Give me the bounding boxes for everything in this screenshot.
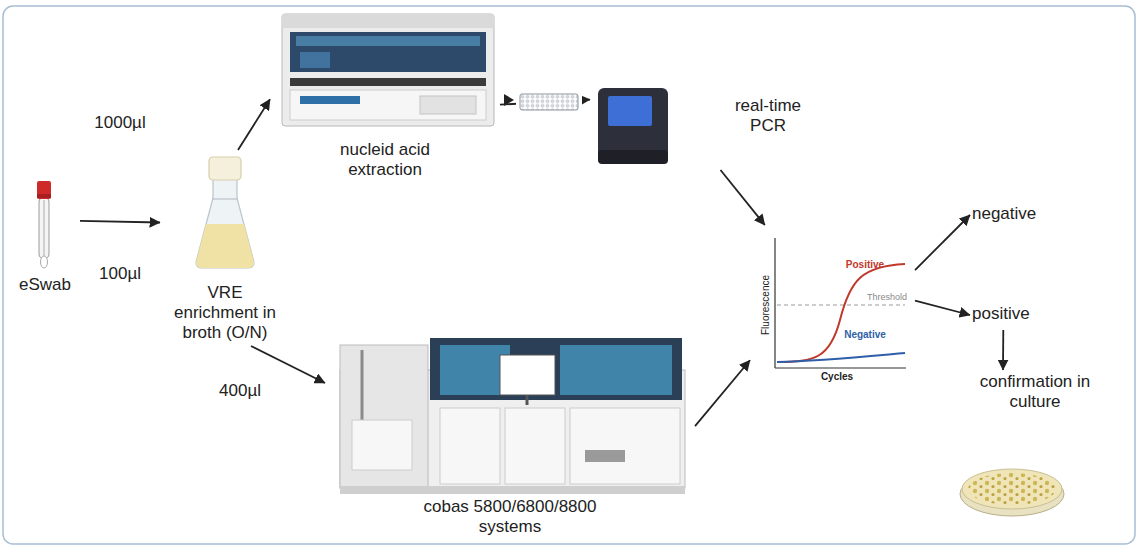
flow-arrow [721,170,765,225]
cobas-instrument-part [430,338,682,400]
cobas-instrument-part [585,450,625,462]
flow-arrow [1002,330,1004,370]
node-caption: confirmation in culture [960,372,1110,412]
extraction-instrument-part [282,14,494,126]
volume-label: 1000µl [92,113,147,133]
extraction-instrument-part [282,14,494,28]
plot-label: Fluorescence [760,265,772,345]
swab-tube-part [41,256,48,268]
swab-tube [37,181,51,268]
amplification-plot-part [775,367,906,368]
pcr-instrument [598,88,668,164]
flow-arrow [695,360,750,426]
flow-arrow [251,346,325,383]
swab-tube-part [39,197,49,259]
node-caption: negative [972,204,1058,224]
enrichment-flask-part [213,178,237,199]
pcr-instrument-part [608,96,652,126]
cobas-instrument-part [560,345,672,395]
cobas-instrument-part [340,345,428,488]
extraction-instrument-part [420,96,476,114]
amplification-plot-part [777,264,905,362]
flow-arrow [915,301,970,315]
plot-node: PositiveThresholdNegative FluorescenceCyc… [750,225,915,386]
plot-label: Threshold [862,292,912,303]
petri-dish [960,469,1064,516]
extraction-instrument [282,14,494,126]
node-caption: nucleid acid extraction [325,140,445,180]
plot-label: Cycles [812,371,862,383]
pcr-plate [504,90,582,112]
extraction-instrument-part [290,90,486,120]
extraction-instrument-part [300,52,330,68]
panel-border [3,6,1135,544]
enrichment-node: VRE enrichment in broth (O/N) [160,150,290,346]
swab-tube-part [43,200,45,256]
extraction-node: nucleid acid extraction [270,5,500,183]
enrichment-flask [196,157,254,268]
cobas-instrument-part [440,408,500,484]
cobas-instrument-part [526,395,529,405]
cobas-node: cobas 5800/6800/8800 systems [325,325,695,540]
node-caption: VRE enrichment in broth (O/N) [165,283,285,343]
result-node: negative [970,200,1060,230]
amplification-plot-part [777,353,905,362]
amplification-plot [775,238,906,368]
flow-arrow [80,221,160,223]
swab-tube-part [37,194,51,198]
cobas-instrument-part [500,355,555,395]
extraction-instrument-part [296,36,480,46]
pcr-node: real-time PCR [590,60,815,170]
cobas-instrument [340,338,685,494]
node-caption: eSwab [10,275,80,295]
sample-node: eSwab [10,165,80,298]
amplification-plot-part [777,305,905,306]
plot-label: Negative [840,329,890,341]
enrichment-flask-part [196,224,254,268]
extraction-instrument-part [290,32,486,72]
cobas-instrument-part [570,408,680,484]
flow-arrow [238,99,270,150]
pcr-instrument-part [598,88,668,164]
cobas-instrument-part [352,420,412,470]
enrichment-flask-part [196,198,254,268]
pcr-plate-part [520,94,578,110]
pcr-plate-part [516,90,582,112]
node-caption: real-time PCR [723,96,813,136]
petri-dish-part [962,469,1062,509]
pcr-plate-part [504,94,514,106]
swab-tube-part [37,181,51,199]
pcr-instrument-part [598,150,668,164]
flow-arrow [915,215,970,270]
volume-label: 400µl [217,381,263,401]
cobas-instrument-part [361,350,364,420]
plot-label: Positive [840,259,890,271]
cobas-instrument-part [340,486,685,494]
result-node: positive [970,300,1060,330]
volume-label: 100µl [97,264,143,284]
petri-dish-part [968,473,1056,505]
amplification-plot-part [774,238,775,368]
extraction-instrument-part [290,78,486,86]
extraction-instrument-part [300,96,360,104]
enrichment-flask-part [209,157,241,180]
confirmation-node: confirmation in culture [955,370,1115,530]
node-caption: positive [972,304,1058,324]
node-caption: cobas 5800/6800/8800 systems [405,497,615,537]
cobas-instrument-part [505,408,565,484]
